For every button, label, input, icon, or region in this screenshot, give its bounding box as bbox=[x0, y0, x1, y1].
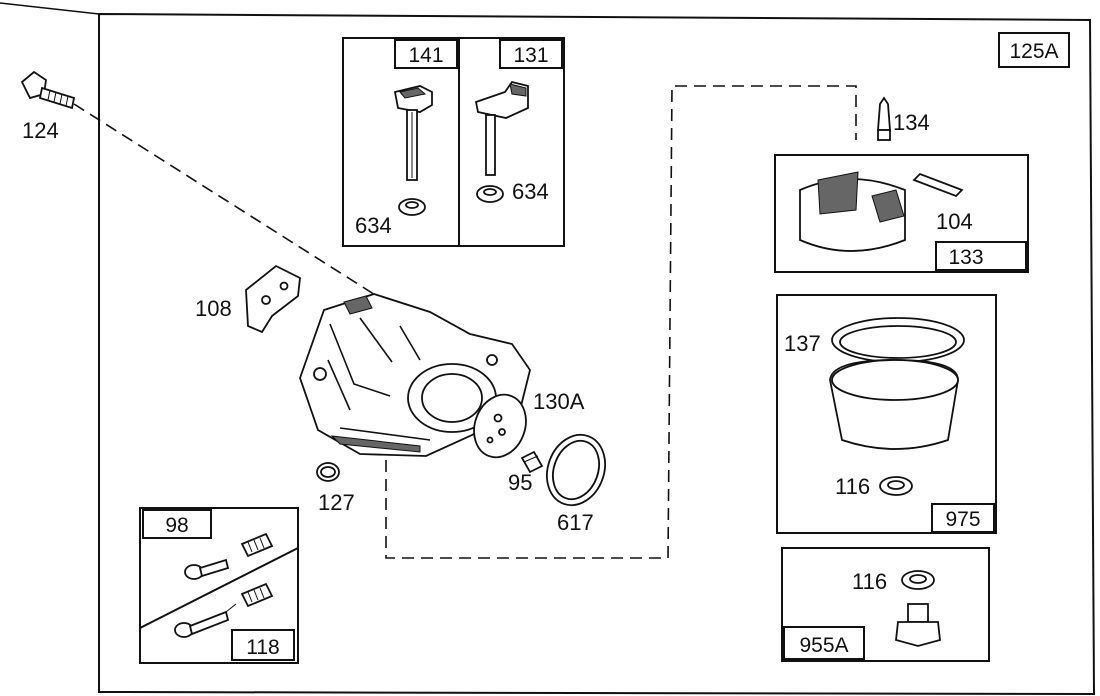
box-955A-label: 955A bbox=[799, 634, 848, 657]
throttle-shaft-kit-box: 141 131 634 634 bbox=[342, 37, 565, 247]
box-133-label: 133 bbox=[948, 246, 983, 269]
callout-108: 108 bbox=[195, 296, 232, 321]
washer-116-b-part bbox=[901, 570, 935, 590]
float-part bbox=[799, 171, 906, 252]
o-ring-127-part bbox=[316, 462, 340, 482]
bowl-kit-box: 975 137 116 bbox=[776, 294, 997, 534]
inlet-needle-134-part bbox=[877, 96, 891, 141]
float-bowl-part bbox=[829, 359, 959, 450]
spring-98-part bbox=[240, 532, 274, 558]
washer-116-a-part bbox=[879, 476, 913, 496]
mixture-screw-118-part bbox=[174, 603, 237, 638]
callout-124: 124 bbox=[22, 118, 59, 143]
bowl-leader-line bbox=[385, 85, 857, 559]
box-975-label: 975 bbox=[945, 508, 980, 531]
fitting-95-part bbox=[520, 450, 544, 474]
gasket-617-part bbox=[546, 433, 606, 507]
assembly-label-box: 125A bbox=[998, 32, 1070, 68]
assembly-label: 125A bbox=[1009, 40, 1058, 63]
callout-130A: 130A bbox=[533, 389, 585, 414]
box-141-label: 141 bbox=[408, 44, 443, 67]
idle-screw-98-part bbox=[184, 558, 230, 580]
callout-95: 95 bbox=[508, 470, 532, 495]
throttle-shaft-part bbox=[393, 85, 433, 181]
seal-634-right-part bbox=[476, 185, 504, 203]
box-131-label: 131 bbox=[513, 44, 548, 67]
screw-kit-box: 98 118 bbox=[139, 507, 299, 664]
callout-116-a: 116 bbox=[835, 474, 870, 499]
seal-634-left-part bbox=[398, 198, 426, 216]
float-box: 133 104 bbox=[774, 154, 1029, 273]
callout-137: 137 bbox=[784, 331, 821, 356]
carburetor-body-part bbox=[299, 293, 531, 457]
callout-634-right: 634 bbox=[512, 179, 549, 204]
bowl-nut-kit-box: 955A 116 bbox=[781, 547, 990, 662]
spring-118-part bbox=[240, 582, 274, 608]
bowl-gasket-137-part bbox=[831, 317, 965, 363]
float-pin-part bbox=[912, 172, 964, 198]
box-98-label: 98 bbox=[165, 514, 188, 537]
bolt-leader-line bbox=[73, 103, 381, 299]
primer-part-130A bbox=[473, 393, 527, 459]
bowl-nut-part bbox=[895, 603, 941, 647]
callout-617: 617 bbox=[557, 510, 594, 535]
callout-116-b: 116 bbox=[852, 569, 887, 594]
gasket-108-part bbox=[245, 264, 301, 334]
box-118-label: 118 bbox=[246, 636, 279, 659]
choke-shaft-part bbox=[474, 80, 529, 176]
callout-134: 134 bbox=[893, 110, 930, 135]
callout-104: 104 bbox=[936, 209, 973, 234]
callout-634-left: 634 bbox=[355, 213, 392, 238]
callout-127: 127 bbox=[318, 490, 355, 515]
bolt-124-part bbox=[20, 70, 76, 110]
